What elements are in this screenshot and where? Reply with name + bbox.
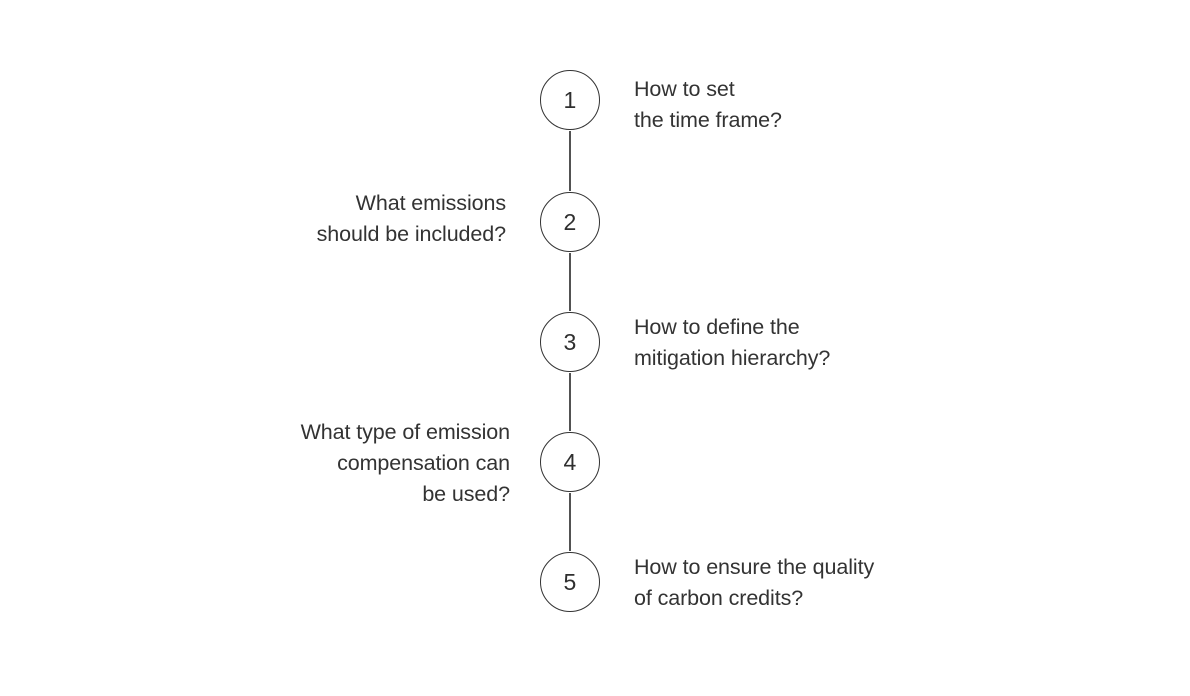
step-number-5: 5 — [563, 568, 577, 595]
step-node-3[interactable]: 3 — [540, 312, 600, 372]
step-node-1[interactable]: 1 — [540, 70, 600, 130]
step-label-3: How to define the mitigation hierarchy? — [634, 315, 831, 370]
step-number-2: 2 — [563, 208, 577, 235]
step-node-4[interactable]: 4 — [540, 432, 600, 492]
step-number-4: 4 — [563, 448, 577, 475]
step-label-5: How to ensure the quality of carbon cred… — [634, 555, 875, 610]
step-label-1: How to set the time frame? — [634, 77, 782, 132]
step-node-2[interactable]: 2 — [540, 192, 600, 252]
step-label-2: What emissions should be included? — [316, 191, 506, 246]
step-label-4: What type of emission compensation can b… — [300, 420, 511, 506]
step-node-5[interactable]: 5 — [540, 552, 600, 612]
step-number-3: 3 — [563, 328, 577, 355]
step-number-1: 1 — [563, 86, 577, 113]
